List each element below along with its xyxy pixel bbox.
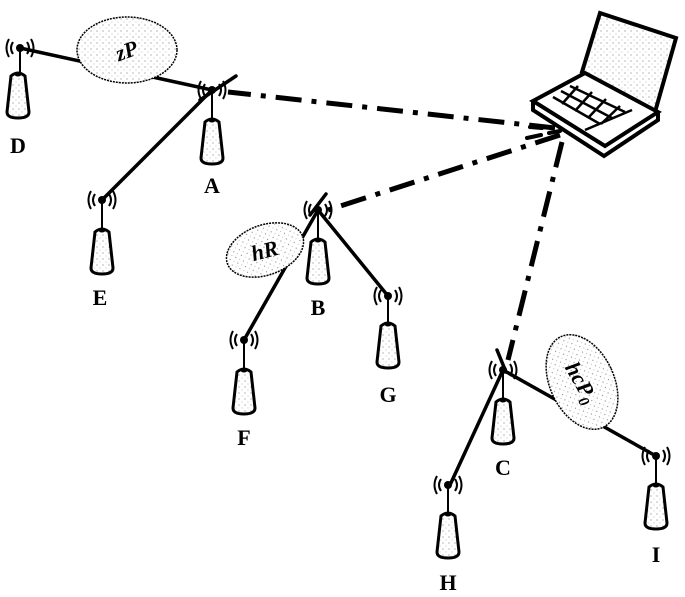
link-C-H xyxy=(448,368,505,487)
antenna-tower-icon xyxy=(375,321,401,370)
node-D: D xyxy=(5,38,35,158)
node-label-H: H xyxy=(439,570,456,595)
antenna-tower-icon xyxy=(435,511,461,560)
node-label-G: G xyxy=(379,382,396,407)
antenna-tower-icon xyxy=(5,71,31,120)
node-F: F xyxy=(229,330,259,450)
cloud-hcp0: hcP0 xyxy=(545,333,619,431)
link-A-E xyxy=(100,88,214,202)
node-label-B: B xyxy=(311,295,326,320)
link-laptop-A xyxy=(227,89,556,131)
node-label-I: I xyxy=(652,542,661,567)
antenna-tower-icon xyxy=(199,117,225,166)
node-H: H xyxy=(433,475,463,595)
node-B: B xyxy=(303,200,333,320)
antenna-stroke-B xyxy=(308,192,328,217)
node-label-E: E xyxy=(93,285,108,310)
node-A: A xyxy=(197,80,227,198)
node-E: E xyxy=(87,190,117,310)
link-B-F xyxy=(242,208,320,342)
node-I: I xyxy=(641,446,671,567)
link-laptop-B xyxy=(327,132,561,213)
antenna-tower-icon xyxy=(231,367,257,416)
node-label-F: F xyxy=(237,425,250,450)
node-label-D: D xyxy=(10,133,26,158)
node-label-C: C xyxy=(495,455,511,480)
signal-marks-icon xyxy=(525,125,562,140)
node-C: C xyxy=(488,360,518,480)
antenna-tower-icon xyxy=(643,482,669,531)
link-B-G xyxy=(316,208,390,298)
laptop-icon xyxy=(529,10,679,159)
antenna-tower-icon xyxy=(89,227,115,276)
antenna-tower-icon xyxy=(490,397,516,446)
cloud-hr: hR xyxy=(225,222,305,278)
node-label-A: A xyxy=(204,173,220,198)
antenna-tower-icon xyxy=(305,237,331,286)
antenna-stroke-A xyxy=(198,74,238,102)
node-G: G xyxy=(373,286,403,407)
link-laptop-C xyxy=(505,141,565,361)
cloud-zp: zP xyxy=(76,16,178,84)
